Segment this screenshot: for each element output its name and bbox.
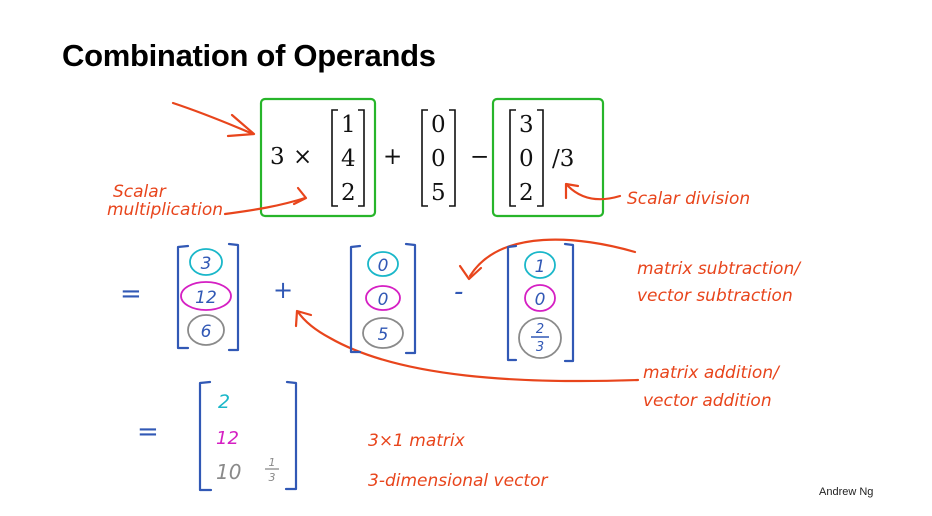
step1-vector-c-right-bracket [563, 242, 575, 363]
scalar-division-arrow [566, 184, 622, 201]
step1-vector-c-entry: 0 [535, 290, 546, 310]
top-left-arrow-head [226, 113, 256, 138]
vector-c-entry: 2 [519, 180, 534, 206]
step2-equals: = [137, 417, 159, 447]
step1-fraction-denominator: 3 [536, 340, 544, 355]
step1-circle-cyan [524, 251, 556, 279]
result-left-bracket [198, 380, 213, 492]
scalar-division-label: Scalar division [627, 189, 750, 209]
scalar-multiplication-arrow-head [292, 186, 308, 206]
vector-a-entry: 1 [341, 112, 356, 138]
result-right-bracket [284, 380, 298, 491]
step1-plus: + [273, 276, 293, 304]
step1-equals: = [120, 279, 142, 309]
step1-fraction-numerator: 2 [536, 322, 544, 337]
footer-author: Andrew Ng [819, 486, 874, 498]
step1-vector-a-entry: 3 [201, 254, 212, 274]
scalar-division-arrow-head [564, 182, 580, 200]
result-entry-gray-whole: 10 [216, 460, 241, 484]
step1-vector-b-entry: 0 [378, 256, 389, 276]
step1-circle-gray [187, 314, 225, 346]
vector-a-entry: 4 [341, 146, 356, 172]
step1-vector-a-left-bracket [176, 244, 190, 350]
result-fraction-numerator: 1 [269, 456, 276, 469]
scalar-multiplication-label-line2: multiplication [107, 200, 223, 220]
matrix-subtraction-label-line2: vector subtraction [637, 286, 793, 306]
step1-circle-gray [518, 317, 562, 359]
step1-circle-cyan [189, 248, 223, 276]
step1-vector-b-left-bracket [349, 244, 362, 354]
dimension-note-matrix: 3×1 matrix [368, 431, 466, 451]
scalar-multiplication-highlight [259, 97, 377, 218]
vector-c-left-bracket [509, 109, 516, 207]
matrix-subtraction-label-line1: matrix subtraction/ [637, 259, 802, 279]
matrix-subtraction-arrow-head [458, 264, 483, 281]
vector-a-right-bracket [358, 109, 365, 207]
step1-vector-c-left-bracket [506, 244, 518, 362]
step1-circle-magenta [524, 284, 556, 312]
step1-circle-cyan [367, 251, 399, 277]
scalar-division-highlight [491, 97, 605, 218]
vector-c-entry: 3 [519, 112, 534, 138]
vector-b-entry: 0 [431, 146, 446, 172]
minus-sign: − [470, 144, 489, 170]
step1-vector-b-entry: 5 [378, 325, 389, 345]
matrix-subtraction-arrow [468, 238, 637, 278]
matrix-addition-label-line2: vector addition [643, 391, 772, 411]
vector-c-right-bracket [537, 109, 544, 207]
division-by-three: /3 [552, 146, 574, 172]
matrix-addition-arrow-head [294, 309, 313, 328]
vector-b-left-bracket [421, 109, 428, 207]
top-left-arrow [171, 101, 255, 136]
slide-title: Combination of Operands [62, 38, 436, 73]
vector-a-left-bracket [331, 109, 338, 207]
matrix-addition-arrow [296, 310, 640, 383]
scalar-multiplication-arrow [223, 196, 307, 216]
times-sign: × [293, 144, 312, 170]
dimension-note-vector: 3-dimensional vector [368, 471, 548, 491]
matrix-addition-label-line1: matrix addition/ [643, 363, 781, 383]
vector-b-right-bracket [449, 109, 456, 207]
plus-sign: + [383, 144, 402, 170]
step1-vector-a-entry: 6 [201, 322, 212, 342]
result-entry-cyan: 2 [218, 391, 230, 413]
step1-vector-a-entry: 12 [195, 288, 217, 308]
step1-circle-magenta [180, 281, 232, 311]
step1-circle-magenta [365, 285, 401, 311]
scalar-three: 3 [270, 144, 285, 170]
step1-vector-c-entry: 1 [535, 257, 546, 277]
result-entry-magenta: 12 [216, 428, 239, 449]
vector-b-entry: 0 [431, 112, 446, 138]
step1-circle-gray [362, 317, 404, 349]
vector-b-entry: 5 [431, 180, 446, 206]
step1-minus: - [454, 277, 463, 307]
step1-vector-b-entry: 0 [378, 290, 389, 310]
result-fraction-denominator: 3 [269, 471, 276, 484]
vector-a-entry: 2 [341, 180, 356, 206]
scalar-multiplication-label-line1: Scalar [113, 182, 167, 202]
step1-vector-a-right-bracket [227, 242, 240, 352]
vector-c-entry: 0 [519, 146, 534, 172]
step1-vector-b-right-bracket [404, 242, 417, 355]
